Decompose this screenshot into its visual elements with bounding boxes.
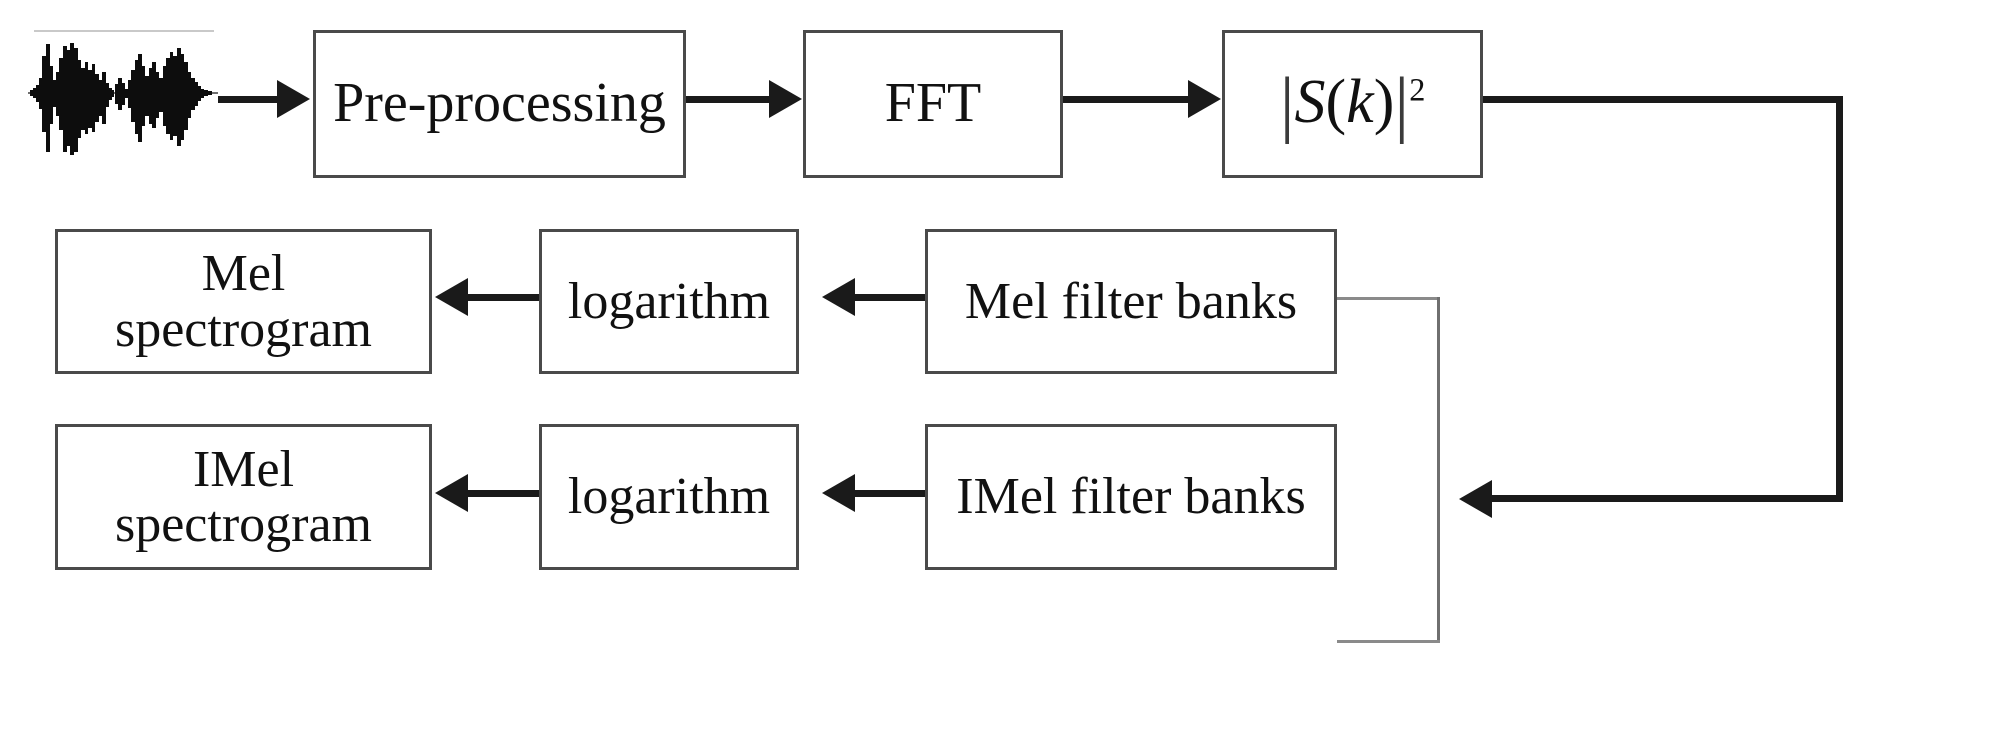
- edge-power-spectrum-bus-top: [1483, 96, 1843, 103]
- node-preprocessing[interactable]: Pre-processing: [313, 30, 686, 178]
- speech-waveform: [28, 28, 218, 158]
- waveform-svg: [28, 43, 218, 155]
- edge-imel-filter-banks-to-logarithm: [855, 490, 927, 497]
- power-spectrum-symbol: S: [1294, 67, 1326, 136]
- node-mel-logarithm[interactable]: logarithm: [539, 229, 799, 374]
- edge-waveform-to-preprocessing: [218, 96, 280, 103]
- arrowhead-bus-to-filter-banks: [1459, 480, 1492, 518]
- node-mel-logarithm-label: logarithm: [567, 272, 771, 330]
- edge-power-spectrum-bus-vertical: [1836, 96, 1843, 502]
- edge-mel-filter-banks-to-logarithm: [855, 294, 927, 301]
- node-imel-filter-banks-label: IMel filter banks: [956, 468, 1306, 526]
- arrowhead-mel-filter-banks-to-logarithm: [822, 278, 855, 316]
- paren-close: ): [1373, 67, 1395, 136]
- arrowhead-mel-logarithm-to-mel-spectrogram: [435, 278, 468, 316]
- power-spectrum-variable: k: [1346, 67, 1374, 136]
- abs-bar-open: |: [1279, 62, 1295, 145]
- node-mel-spectrogram-label: Mel spectrogram: [114, 245, 372, 358]
- arrowhead-preprocessing-to-fft: [769, 80, 802, 118]
- node-mel-filter-banks[interactable]: Mel filter banks: [925, 229, 1337, 374]
- edge-bus-to-imel-filter-banks: [1337, 640, 1440, 643]
- arrowhead-imel-filter-banks-to-logarithm: [822, 474, 855, 512]
- edge-bus-to-mel-filter-banks: [1337, 297, 1440, 300]
- arrowhead-waveform-to-preprocessing: [277, 80, 310, 118]
- abs-bar-close: |: [1394, 62, 1410, 145]
- edge-fft-to-power-spectrum: [1063, 96, 1191, 103]
- node-imel-spectrogram[interactable]: IMel spectrogram: [55, 424, 432, 570]
- node-imel-logarithm[interactable]: logarithm: [539, 424, 799, 570]
- node-power-spectrum[interactable]: |S(k)|2: [1222, 30, 1483, 178]
- node-preprocessing-label: Pre-processing: [333, 72, 666, 135]
- node-mel-filter-banks-label: Mel filter banks: [964, 272, 1298, 330]
- arrowhead-fft-to-power-spectrum: [1188, 80, 1221, 118]
- waveform-top-rule: [34, 30, 214, 32]
- node-fft-label: FFT: [884, 72, 982, 135]
- filter-bank-bus-spine: [1437, 297, 1440, 642]
- edge-preprocessing-to-fft: [686, 96, 772, 103]
- node-imel-logarithm-label: logarithm: [567, 468, 771, 526]
- power-spectrum-exponent: 2: [1409, 71, 1426, 108]
- edge-mel-logarithm-to-mel-spectrogram: [468, 294, 542, 301]
- edge-power-spectrum-bus-bottom: [1492, 495, 1843, 502]
- node-imel-spectrogram-label: IMel spectrogram: [114, 440, 372, 553]
- node-power-spectrum-label: |S(k)|2: [1279, 62, 1426, 145]
- node-mel-spectrogram[interactable]: Mel spectrogram: [55, 229, 432, 374]
- edge-imel-logarithm-to-imel-spectrogram: [468, 490, 542, 497]
- paren-open: (: [1325, 67, 1347, 136]
- arrowhead-imel-logarithm-to-imel-spectrogram: [435, 474, 468, 512]
- node-fft[interactable]: FFT: [803, 30, 1063, 178]
- node-imel-filter-banks[interactable]: IMel filter banks: [925, 424, 1337, 570]
